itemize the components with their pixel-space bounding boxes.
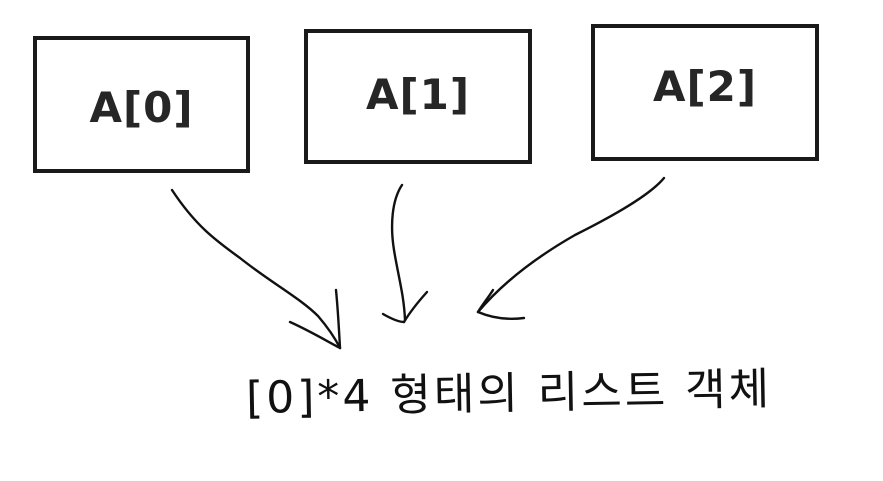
array-box-a0: A[0] (33, 36, 250, 173)
arrow-from-a2 (476, 176, 666, 320)
array-box-a0-label: A[0] (89, 83, 194, 132)
array-box-a1-label: A[1] (365, 70, 471, 119)
arrow-from-a0 (170, 188, 342, 350)
arrow-from-a1 (381, 183, 429, 324)
diagram-caption: [0]*4 형태의 리스트 객체 (245, 363, 773, 424)
array-box-a1: A[1] (304, 29, 532, 164)
array-box-a2-label: A[2] (652, 62, 758, 111)
array-box-a2: A[2] (591, 24, 819, 161)
